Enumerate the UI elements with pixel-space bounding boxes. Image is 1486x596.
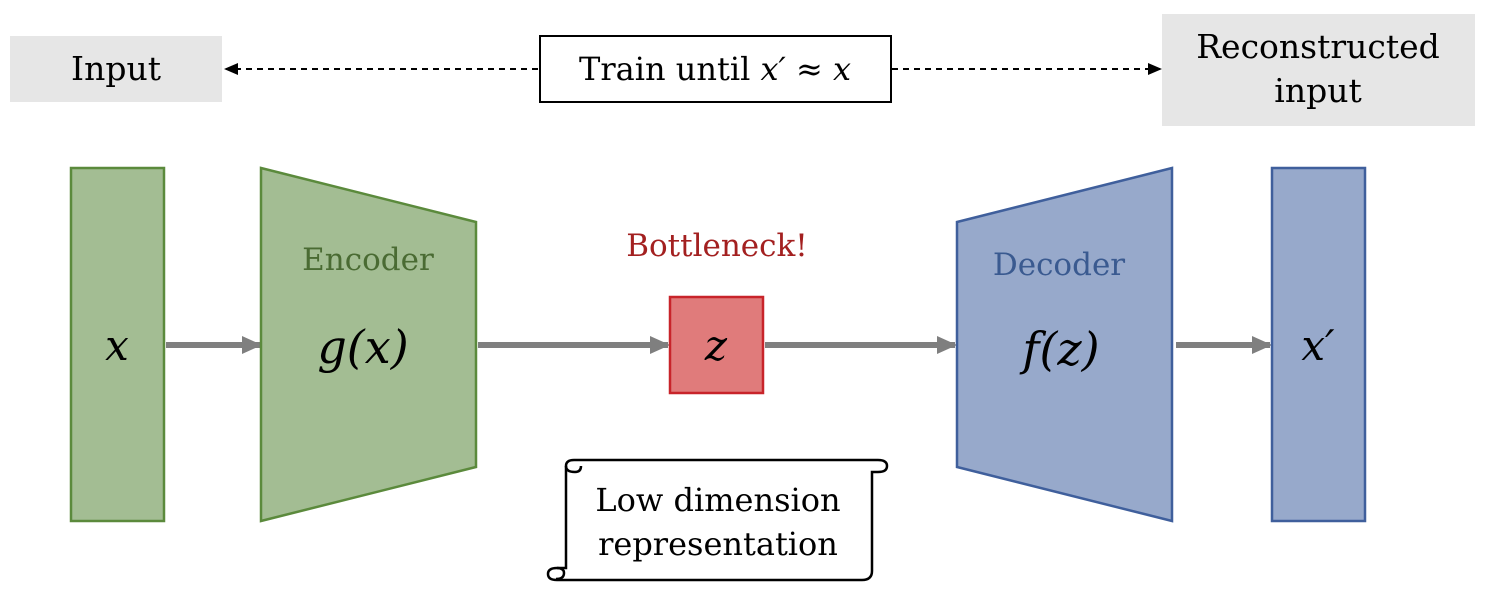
input-label: Input [71, 49, 161, 88]
bottleneck-z-symbol: z [704, 321, 728, 370]
reconstructed-label-box [1162, 14, 1475, 126]
scroll-bottom-curl [555, 566, 566, 581]
train-until-label: Train until x′ ≈ x [579, 50, 851, 88]
output-vector-block [1270, 166, 1367, 523]
scroll-body [546, 458, 889, 582]
train-until-box [539, 35, 892, 103]
bottleneck-z-block [668, 295, 765, 395]
encoder-trapezoid [259, 166, 478, 523]
input-label-box [10, 36, 222, 102]
encoder-function: g(x) [317, 320, 408, 374]
note-line1: Low dimension [595, 481, 840, 519]
input-vector-symbol: x [105, 321, 129, 370]
scroll-top-curl [564, 465, 583, 474]
reconstructed-label-line2: input [1274, 71, 1361, 110]
reconstructed-label-line1: Reconstructed [1196, 27, 1440, 66]
output-vector-symbol: x′ [1301, 321, 1335, 370]
decoder-title: Decoder [993, 247, 1125, 283]
bottleneck-title: Bottleneck! [626, 228, 808, 264]
input-vector-block [69, 166, 166, 523]
decoder-trapezoid [955, 166, 1174, 523]
decoder-function: f(z) [1019, 322, 1099, 376]
scroll-note: Low dimension representation [546, 458, 889, 582]
note-line2: representation [598, 525, 838, 563]
encoder-title: Encoder [302, 242, 434, 278]
